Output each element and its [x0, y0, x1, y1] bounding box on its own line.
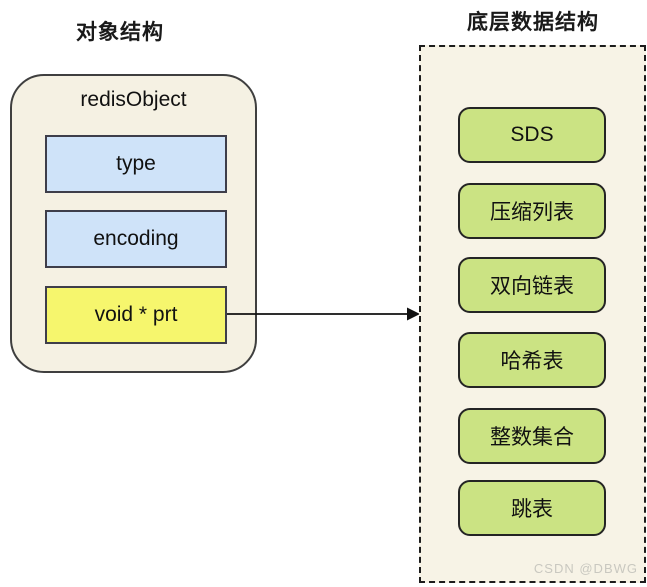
- redis-object-container: redisObject type encoding void * prt: [10, 74, 257, 373]
- redis-object-label: redisObject: [80, 88, 187, 111]
- field-encoding: encoding: [45, 210, 227, 268]
- right-panel-title: 底层数据结构: [467, 11, 599, 34]
- data-structures-container: SDS 压缩列表 双向链表 哈希表 整数集合 跳表 CSDN @DBWG: [419, 45, 646, 583]
- ds-item-sds: SDS: [458, 107, 606, 163]
- left-panel-title: 对象结构: [76, 21, 164, 44]
- pointer-arrow: [227, 307, 420, 321]
- ds-item-linkedlist: 双向链表: [458, 257, 606, 313]
- field-type: type: [45, 135, 227, 193]
- ds-item-hashtable: 哈希表: [458, 332, 606, 388]
- ds-item-skiplist: 跳表: [458, 480, 606, 536]
- ds-item-ziplist: 压缩列表: [458, 183, 606, 239]
- field-void-ptr: void * prt: [45, 286, 227, 344]
- watermark: CSDN @DBWG: [533, 561, 638, 576]
- ds-item-intset: 整数集合: [458, 408, 606, 464]
